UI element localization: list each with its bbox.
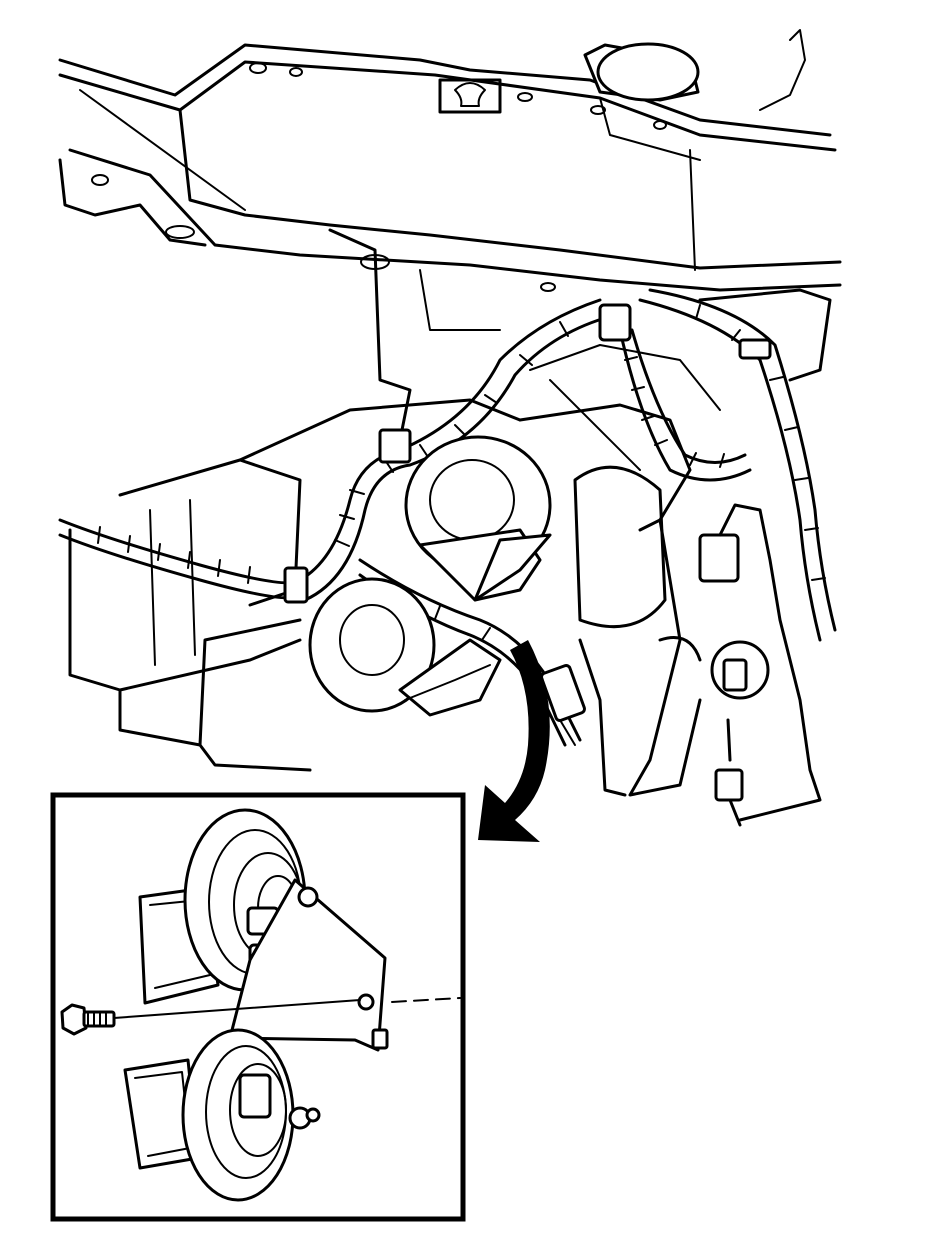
bracket-bolt [60, 997, 461, 1036]
horn-low-note [308, 577, 502, 717]
horn-bracket [628, 518, 770, 797]
coolant-reservoir-cap [583, 29, 806, 111]
inset-horn-lower [123, 1028, 321, 1202]
detail-inset [50, 792, 466, 1222]
harness-connector [539, 664, 587, 746]
radiator-support [58, 43, 842, 442]
horn-high-note [404, 435, 552, 602]
detail-arrow [478, 640, 550, 842]
radiator-core [68, 344, 721, 797]
inset-horn-upper [138, 808, 307, 1005]
